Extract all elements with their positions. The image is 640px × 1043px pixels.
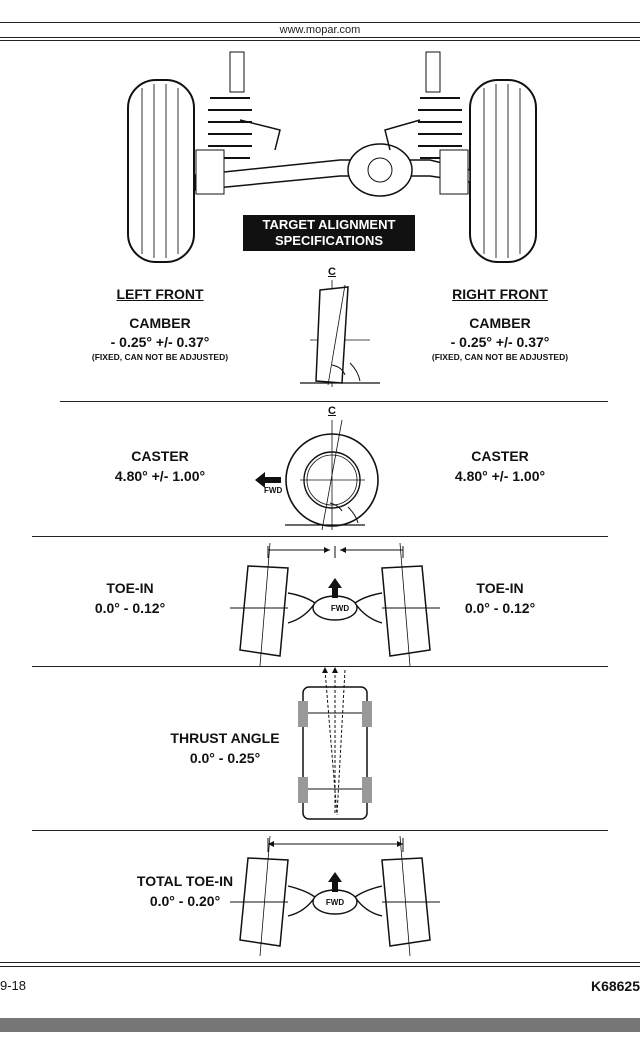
caster-right-label: CASTER xyxy=(471,448,529,464)
camber-diagram xyxy=(300,280,380,387)
section-divider-4 xyxy=(32,830,608,831)
left-front-header: LEFT FRONT xyxy=(116,286,204,302)
toe-in-right-value: 0.0° - 0.12° xyxy=(464,600,536,616)
section-divider-1 xyxy=(60,401,608,402)
bottom-bar xyxy=(0,1018,640,1032)
toe-in-fwd-label: FWD xyxy=(330,604,350,613)
section-divider-3 xyxy=(32,666,608,667)
caster-diagram xyxy=(285,419,379,531)
banner-line-2: SPECIFICATIONS xyxy=(274,233,384,248)
footer-rule-2 xyxy=(0,966,640,967)
header-url: www.mopar.com xyxy=(279,24,361,36)
footer-document-code: K68625 xyxy=(590,978,640,994)
camber-left-note: (FIXED, CAN NOT BE ADJUSTED) xyxy=(91,352,229,362)
toe-in-left-label: TOE-IN xyxy=(106,580,154,596)
caster-fwd-label: FWD xyxy=(264,486,283,495)
camber-left-value: - 0.25° +/- 0.37° xyxy=(110,334,210,350)
thrust-angle-diagram xyxy=(298,667,372,820)
fwd-arrow-left-icon xyxy=(255,472,281,488)
footer-rule-1 xyxy=(0,962,640,963)
camber-left-label: CAMBER xyxy=(129,315,191,331)
header-rule-top xyxy=(0,22,640,23)
thrust-angle-value: 0.0° - 0.25° xyxy=(189,750,261,766)
camber-centerline-label: C xyxy=(328,266,336,278)
total-toe-in-label: TOTAL TOE-IN xyxy=(136,873,234,889)
right-front-header: RIGHT FRONT xyxy=(452,286,548,302)
camber-right-note: (FIXED, CAN NOT BE ADJUSTED) xyxy=(431,352,569,362)
target-alignment-banner: TARGET ALIGNMENT SPECIFICATIONS xyxy=(243,215,415,251)
banner-line-1: TARGET ALIGNMENT xyxy=(262,217,396,232)
total-toe-in-fwd-label: FWD xyxy=(325,898,345,907)
toe-in-diagram xyxy=(230,542,440,667)
total-toe-in-diagram xyxy=(230,835,440,957)
footer-page-number: 9-18 xyxy=(0,978,27,993)
header-rule-bottom xyxy=(0,37,640,38)
toe-in-right-label: TOE-IN xyxy=(476,580,524,596)
caster-left-value: 4.80° +/- 1.00° xyxy=(114,468,206,484)
caster-left-label: CASTER xyxy=(131,448,189,464)
front-axle-illustration xyxy=(127,51,537,263)
thrust-angle-label: THRUST ANGLE xyxy=(170,730,280,746)
header-rule-bottom-2 xyxy=(0,40,640,41)
caster-right-value: 4.80° +/- 1.00° xyxy=(454,468,546,484)
camber-right-value: - 0.25° +/- 0.37° xyxy=(450,334,550,350)
toe-in-left-value: 0.0° - 0.12° xyxy=(94,600,166,616)
camber-right-label: CAMBER xyxy=(469,315,531,331)
caster-centerline-label: C xyxy=(328,405,336,417)
total-toe-in-value: 0.0° - 0.20° xyxy=(149,893,221,909)
section-divider-2 xyxy=(32,536,608,537)
